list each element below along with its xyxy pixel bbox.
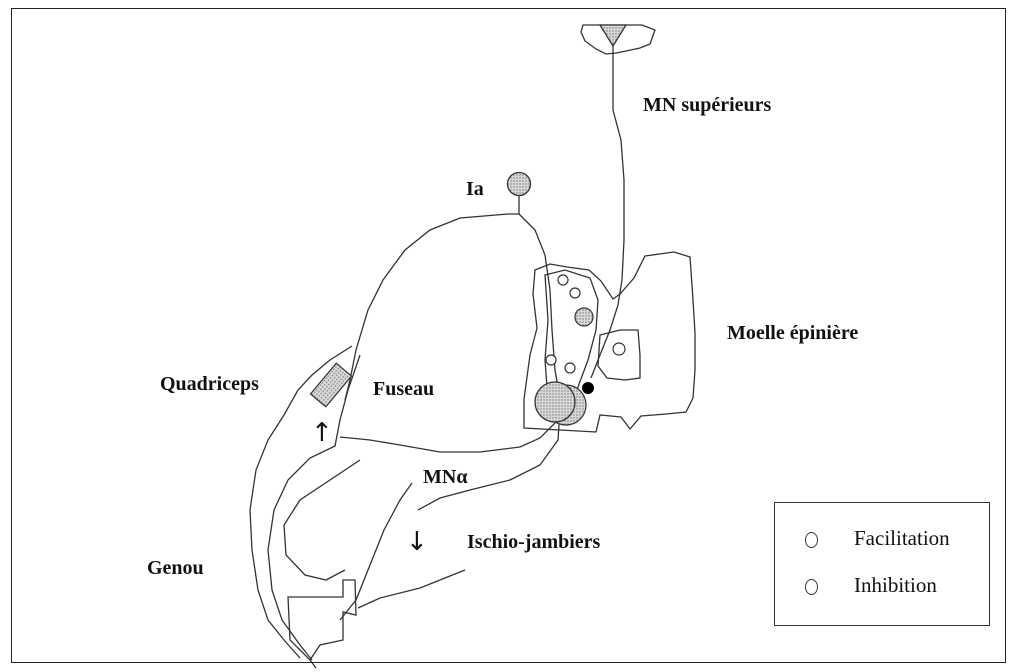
interneuron-2 xyxy=(570,288,580,298)
label-ia: Ia xyxy=(466,178,484,201)
interneuron-5 xyxy=(613,343,625,355)
label-mn-superieurs: MN supérieurs xyxy=(643,94,771,117)
facilitation-circle-icon xyxy=(805,532,818,548)
label-quadriceps: Quadriceps xyxy=(160,373,259,396)
quadriceps-inner xyxy=(268,355,360,660)
arrow-down-icon: ↓ xyxy=(406,527,428,557)
ia-afferent-fiber xyxy=(345,196,519,400)
ia-afferent-fiber-central xyxy=(519,214,560,398)
leg-bottom xyxy=(310,660,316,668)
knee-inner-loop xyxy=(284,460,360,580)
ia-soma xyxy=(508,173,531,196)
motor-axon-ischio xyxy=(418,410,560,510)
upper-motor-neuron-soma xyxy=(600,25,626,46)
ischio-muscle-line xyxy=(358,570,465,608)
inhibitory-interneuron xyxy=(583,383,594,394)
interneuron-hatched xyxy=(575,308,593,326)
knee-bone xyxy=(288,580,356,660)
interneuron-4 xyxy=(565,363,575,373)
legend-inhibition: Inhibition xyxy=(775,572,989,602)
interneuron-3 xyxy=(546,355,556,365)
legend-facilitation: Facilitation xyxy=(775,525,989,555)
interneuron-1 xyxy=(558,275,568,285)
label-genou: Genou xyxy=(147,557,204,580)
arrow-up-icon: ↑ xyxy=(311,418,333,448)
label-ischio-jambiers: Ischio-jambiers xyxy=(467,531,600,554)
alpha-motor-neuron-1 xyxy=(535,382,575,422)
legend-inhibition-label: Inhibition xyxy=(854,573,937,598)
legend-facilitation-label: Facilitation xyxy=(854,526,950,551)
legend-box: Facilitation Inhibition xyxy=(774,502,990,626)
label-fuseau: Fuseau xyxy=(373,378,434,401)
motor-axon-quadriceps xyxy=(340,420,558,452)
label-moelle-epiniere: Moelle épinière xyxy=(727,322,858,345)
label-mn-alpha: MNα xyxy=(423,466,467,489)
inhibition-circle-icon xyxy=(805,579,818,595)
